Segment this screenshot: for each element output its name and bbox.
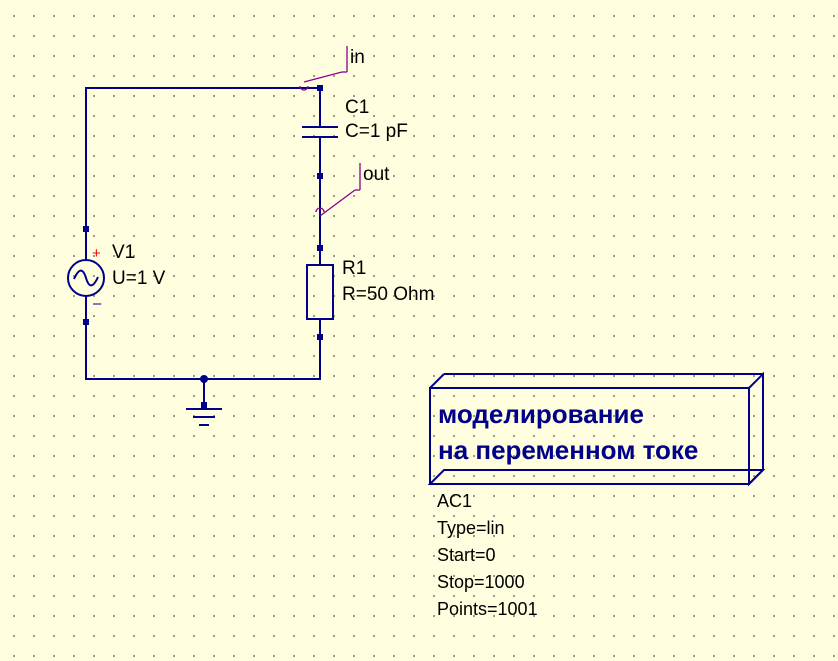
node-label-in[interactable]: in: [299, 46, 365, 91]
sim-box-side: [748, 371, 764, 487]
ac-voltage-source-v1[interactable]: [67, 226, 105, 325]
v1-minus-sign: –: [93, 295, 102, 312]
sim-box-front: [429, 387, 750, 485]
c1-pin-bottom[interactable]: [317, 173, 323, 179]
v1-pin-bottom[interactable]: [83, 319, 89, 325]
r1-value-label: R=50 Ohm: [342, 284, 434, 305]
v1-name-label: V1: [112, 242, 135, 263]
sim-title-line1: моделирование: [438, 399, 644, 429]
sim-box-bottom: [427, 469, 766, 485]
resistor-r1[interactable]: [306, 245, 334, 340]
sim-type: Type=lin: [437, 518, 505, 538]
sim-stop: Stop=1000: [437, 572, 525, 592]
ground-junction-dot: [200, 375, 208, 383]
wire-top[interactable]: [85, 87, 320, 229]
capacitor-c1[interactable]: [302, 85, 338, 179]
r1-pin-bottom[interactable]: [317, 334, 323, 340]
node-label-out-text: out: [363, 164, 390, 185]
c1-pin-top[interactable]: [317, 85, 323, 91]
ac-simulation-block[interactable]: моделирование на переменном токе: [427, 371, 766, 487]
ground-symbol[interactable]: [186, 375, 222, 426]
sim-title-line2: на переменном токе: [438, 435, 698, 465]
node-label-out[interactable]: out: [315, 163, 390, 217]
v1-pin-top[interactable]: [83, 226, 89, 232]
c1-name-label: C1: [345, 97, 369, 118]
sim-start: Start=0: [437, 545, 496, 565]
r1-name-label: R1: [342, 258, 366, 279]
wire-bottom[interactable]: [85, 322, 321, 380]
sim-points: Points=1001: [437, 599, 538, 619]
sim-name: AC1: [437, 491, 472, 511]
c1-value-label: C=1 pF: [345, 121, 408, 142]
r1-pin-top[interactable]: [317, 245, 323, 251]
v1-value-label: U=1 V: [112, 268, 166, 289]
node-label-in-text: in: [350, 47, 365, 68]
v1-plus-sign: +: [92, 245, 101, 262]
